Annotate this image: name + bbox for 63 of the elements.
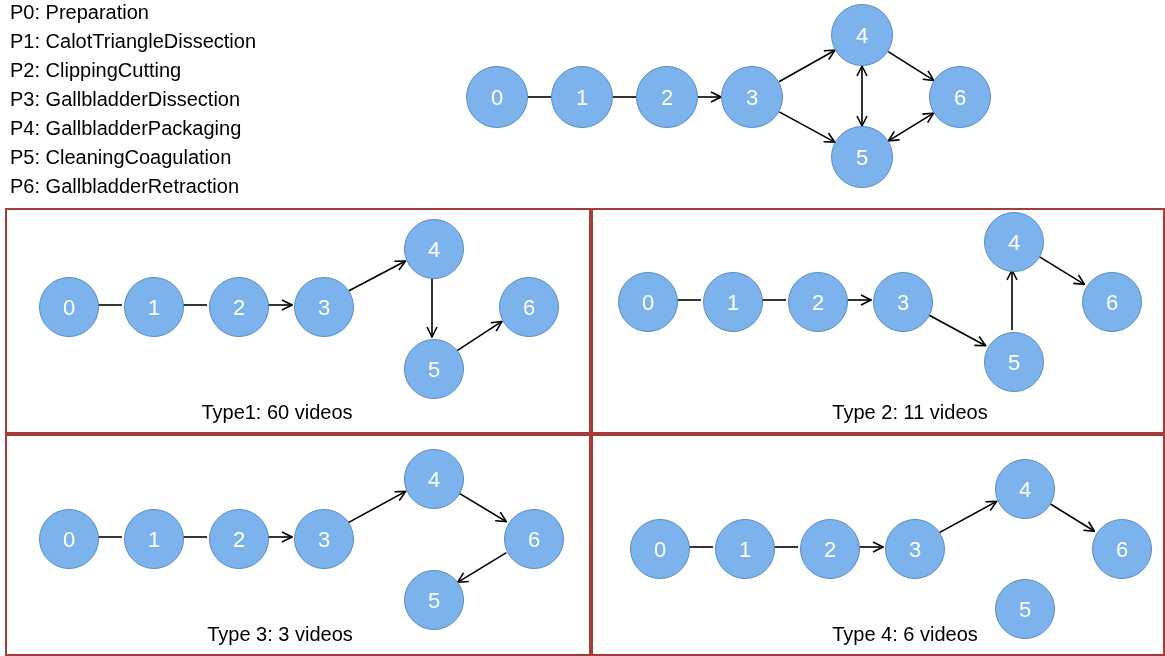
phase-circle: 5 [404, 570, 464, 630]
phase-circle: 2 [800, 519, 860, 579]
panel-frame [591, 208, 1165, 434]
phase-circle: 3 [721, 66, 783, 128]
arrow [938, 500, 998, 534]
arrow [778, 111, 836, 143]
phase-circle: 6 [1092, 519, 1152, 579]
arrow [456, 551, 508, 584]
phase-circle: 2 [209, 277, 269, 337]
panel-frame [5, 208, 591, 434]
arrow [697, 91, 722, 103]
phase-legend-text: P1: CalotTriangleDissection [10, 29, 257, 54]
phase-legend-text: P3: GallbladderDissection [10, 87, 242, 112]
phase-circle: 1 [715, 519, 775, 579]
phase-circle: 4 [404, 449, 464, 509]
phase-circle: 5 [404, 339, 464, 399]
phase-circle: 6 [499, 277, 559, 337]
phase-circle: 4 [404, 219, 464, 279]
panel-caption: Type 3: 3 videos [207, 622, 353, 646]
phase-legend-text: P6: GallbladderRetraction [10, 174, 240, 199]
phase-circle: 6 [1082, 272, 1142, 332]
connector-line [527, 96, 552, 98]
arrow [456, 320, 503, 352]
phase-legend-text: P0: Preparation [10, 0, 150, 25]
phase-legend-text: P5: CleaningCoagulation [10, 145, 233, 170]
phase-circle: 4 [995, 459, 1055, 519]
connector-line [612, 96, 637, 98]
phase-circle: 0 [618, 272, 678, 332]
panel-caption: Type 2: 11 videos [832, 400, 988, 424]
phase-circle: 2 [209, 509, 269, 569]
phase-circle: 1 [703, 272, 763, 332]
phase-circle: 5 [984, 332, 1044, 392]
arrow [347, 260, 407, 292]
phase-circle: 1 [124, 509, 184, 569]
arrow [887, 112, 935, 142]
panel-frame [5, 434, 591, 656]
phase-circle: 3 [885, 519, 945, 579]
phase-circle: 5 [995, 579, 1055, 639]
phase-circle: 0 [630, 519, 690, 579]
arrow [887, 50, 935, 82]
phase-circle: 1 [551, 66, 613, 128]
phase-circle: 0 [39, 509, 99, 569]
phase-legend-text: P4: GallbladderPackaging [10, 116, 243, 141]
phase-circle: 4 [984, 212, 1044, 272]
arrow [778, 49, 836, 83]
phase-circle: 2 [788, 272, 848, 332]
phase-circle: 6 [504, 509, 564, 569]
panel-caption: Type 4: 6 videos [832, 622, 978, 646]
phase-circle: 0 [466, 66, 528, 128]
arrow [347, 490, 407, 524]
phase-circle: 6 [929, 66, 991, 128]
phase-circle: 5 [831, 126, 893, 188]
phase-circle: 3 [294, 509, 354, 569]
phase-circle: 3 [873, 272, 933, 332]
phase-legend-text: P2: ClippingCutting [10, 58, 183, 83]
arrow [856, 65, 868, 127]
phase-circle: 2 [636, 66, 698, 128]
phase-circle: 4 [831, 4, 893, 66]
panel-frame [591, 434, 1165, 656]
phase-circle: 3 [294, 277, 354, 337]
phase-circle: 1 [124, 277, 184, 337]
phase-circle: 0 [39, 277, 99, 337]
panel-caption: Type1: 60 videos [201, 400, 353, 424]
